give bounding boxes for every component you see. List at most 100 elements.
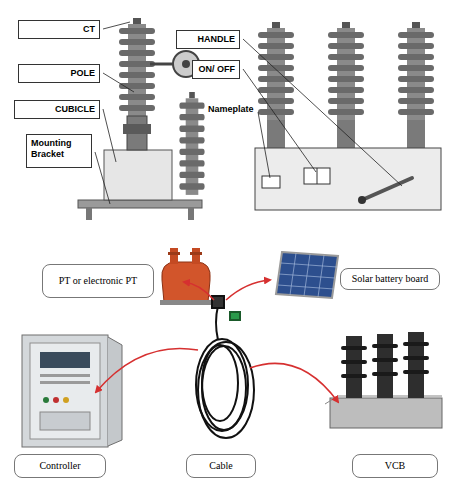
- front-view: [255, 22, 441, 210]
- part-label: Nameplate: [207, 104, 255, 115]
- vcb-picture-part: [341, 360, 367, 364]
- vcb-picture-part: [403, 370, 429, 374]
- leader-line-part: [103, 109, 116, 162]
- part-label: HANDLE: [176, 30, 240, 49]
- controller-picture-part: [30, 343, 100, 439]
- text-group: HANDLE: [181, 34, 235, 45]
- front-view-part: [407, 120, 425, 148]
- component-label: PT or electronic PT: [42, 264, 154, 298]
- solar-panel-picture-part: [278, 263, 337, 289]
- solar-panel-picture: [276, 252, 338, 298]
- controller-picture-part: [53, 397, 59, 403]
- controller-picture-part: [40, 381, 90, 384]
- controller-picture-part: [40, 374, 90, 377]
- text-group: POLE: [23, 68, 95, 79]
- leader-line-part: [95, 152, 110, 204]
- pt-picture-part: [190, 252, 202, 255]
- side-view-part: [182, 60, 190, 68]
- side-view-part: [150, 63, 173, 66]
- vcb-picture-part: [346, 336, 362, 398]
- front-view-part: [255, 148, 441, 210]
- pt-picture-part: [168, 252, 180, 255]
- pt-picture: [160, 248, 212, 305]
- leader-line-part: [103, 22, 130, 29]
- side-view-part: [104, 150, 172, 200]
- leader-line: [95, 22, 402, 204]
- leader-line-part: [243, 69, 316, 172]
- pt-picture-part: [170, 248, 178, 264]
- text-group: Solar battery board: [352, 273, 429, 285]
- label-text: HANDLE: [181, 34, 235, 45]
- front-view-part: [304, 168, 330, 184]
- connection-arrow: [96, 280, 338, 402]
- front-view-part: [398, 22, 434, 120]
- component-label: Cable: [186, 454, 256, 478]
- front-view-part: [362, 178, 412, 200]
- text-group: PT or electronic PT: [59, 275, 137, 287]
- controller-picture-part: [43, 397, 49, 403]
- solar-panel-picture-part: [276, 252, 338, 298]
- front-view-part: [258, 22, 294, 120]
- front-view-part: [328, 22, 364, 120]
- side-view-part: [188, 208, 194, 220]
- side-view-part: [123, 124, 151, 134]
- vcb-picture-part: [330, 398, 442, 428]
- text-group: Controller: [39, 460, 80, 472]
- connection-arrow-part: [250, 363, 338, 402]
- leader-line-part: [258, 112, 270, 178]
- label-text: ON/ OFF: [197, 64, 235, 75]
- leader-line-part: [243, 39, 402, 186]
- cable-picture-part: [198, 342, 254, 438]
- cable-picture-part: [216, 306, 218, 340]
- label-text: CT: [23, 24, 95, 35]
- cable-picture-part: [230, 312, 240, 320]
- vcb-picture-part: [403, 342, 429, 346]
- label-text: PT or electronic PT: [59, 275, 137, 287]
- connection-arrow-part: [96, 348, 198, 392]
- text-group: VCB: [385, 460, 406, 472]
- controller-picture: [22, 335, 122, 447]
- vcb-picture-part: [341, 346, 367, 350]
- part-label: CUBICLE: [14, 100, 100, 119]
- vcb-picture-part: [403, 356, 429, 360]
- side-view-part: [179, 92, 204, 195]
- text-group: ON/ OFF: [197, 64, 235, 75]
- text-group: Mounting Bracket: [31, 138, 87, 160]
- component-label: Controller: [14, 454, 106, 478]
- label-text: VCB: [385, 460, 406, 472]
- vcb-picture-part: [408, 332, 424, 398]
- vcb-picture-part: [377, 334, 393, 398]
- cable-picture-part: [202, 345, 238, 421]
- vcb-picture-part: [341, 374, 367, 378]
- label-text: POLE: [23, 68, 95, 79]
- label-text: CUBICLE: [19, 104, 95, 115]
- cable-picture: [196, 296, 254, 438]
- front-view-part: [262, 176, 280, 188]
- label-text: Controller: [39, 460, 80, 472]
- text-group: CUBICLE: [19, 104, 95, 115]
- connection-arrow-part: [226, 280, 270, 300]
- vcb-picture-part: [372, 372, 398, 376]
- vcb-picture: [325, 332, 442, 428]
- pt-picture-part: [160, 300, 212, 305]
- part-label: POLE: [18, 64, 100, 83]
- controller-picture-part: [108, 337, 122, 446]
- controller-picture-part: [40, 352, 90, 368]
- side-view-part: [86, 208, 92, 220]
- side-view-part: [78, 200, 202, 208]
- pt-picture-part: [192, 248, 200, 264]
- part-label: CT: [18, 20, 100, 39]
- text-group: CT: [23, 24, 95, 35]
- part-label: Mounting Bracket: [26, 134, 92, 168]
- component-label: Solar battery board: [340, 268, 440, 290]
- side-view-part: [119, 18, 155, 116]
- controller-picture-part: [22, 335, 108, 447]
- label-text: Solar battery board: [352, 273, 429, 285]
- controller-picture-part: [63, 397, 69, 403]
- text-group: Cable: [209, 460, 232, 472]
- label-text: Cable: [209, 460, 232, 472]
- part-label: ON/ OFF: [192, 60, 240, 79]
- connection-arrow-part: [184, 282, 214, 300]
- vcb-picture-part: [372, 358, 398, 362]
